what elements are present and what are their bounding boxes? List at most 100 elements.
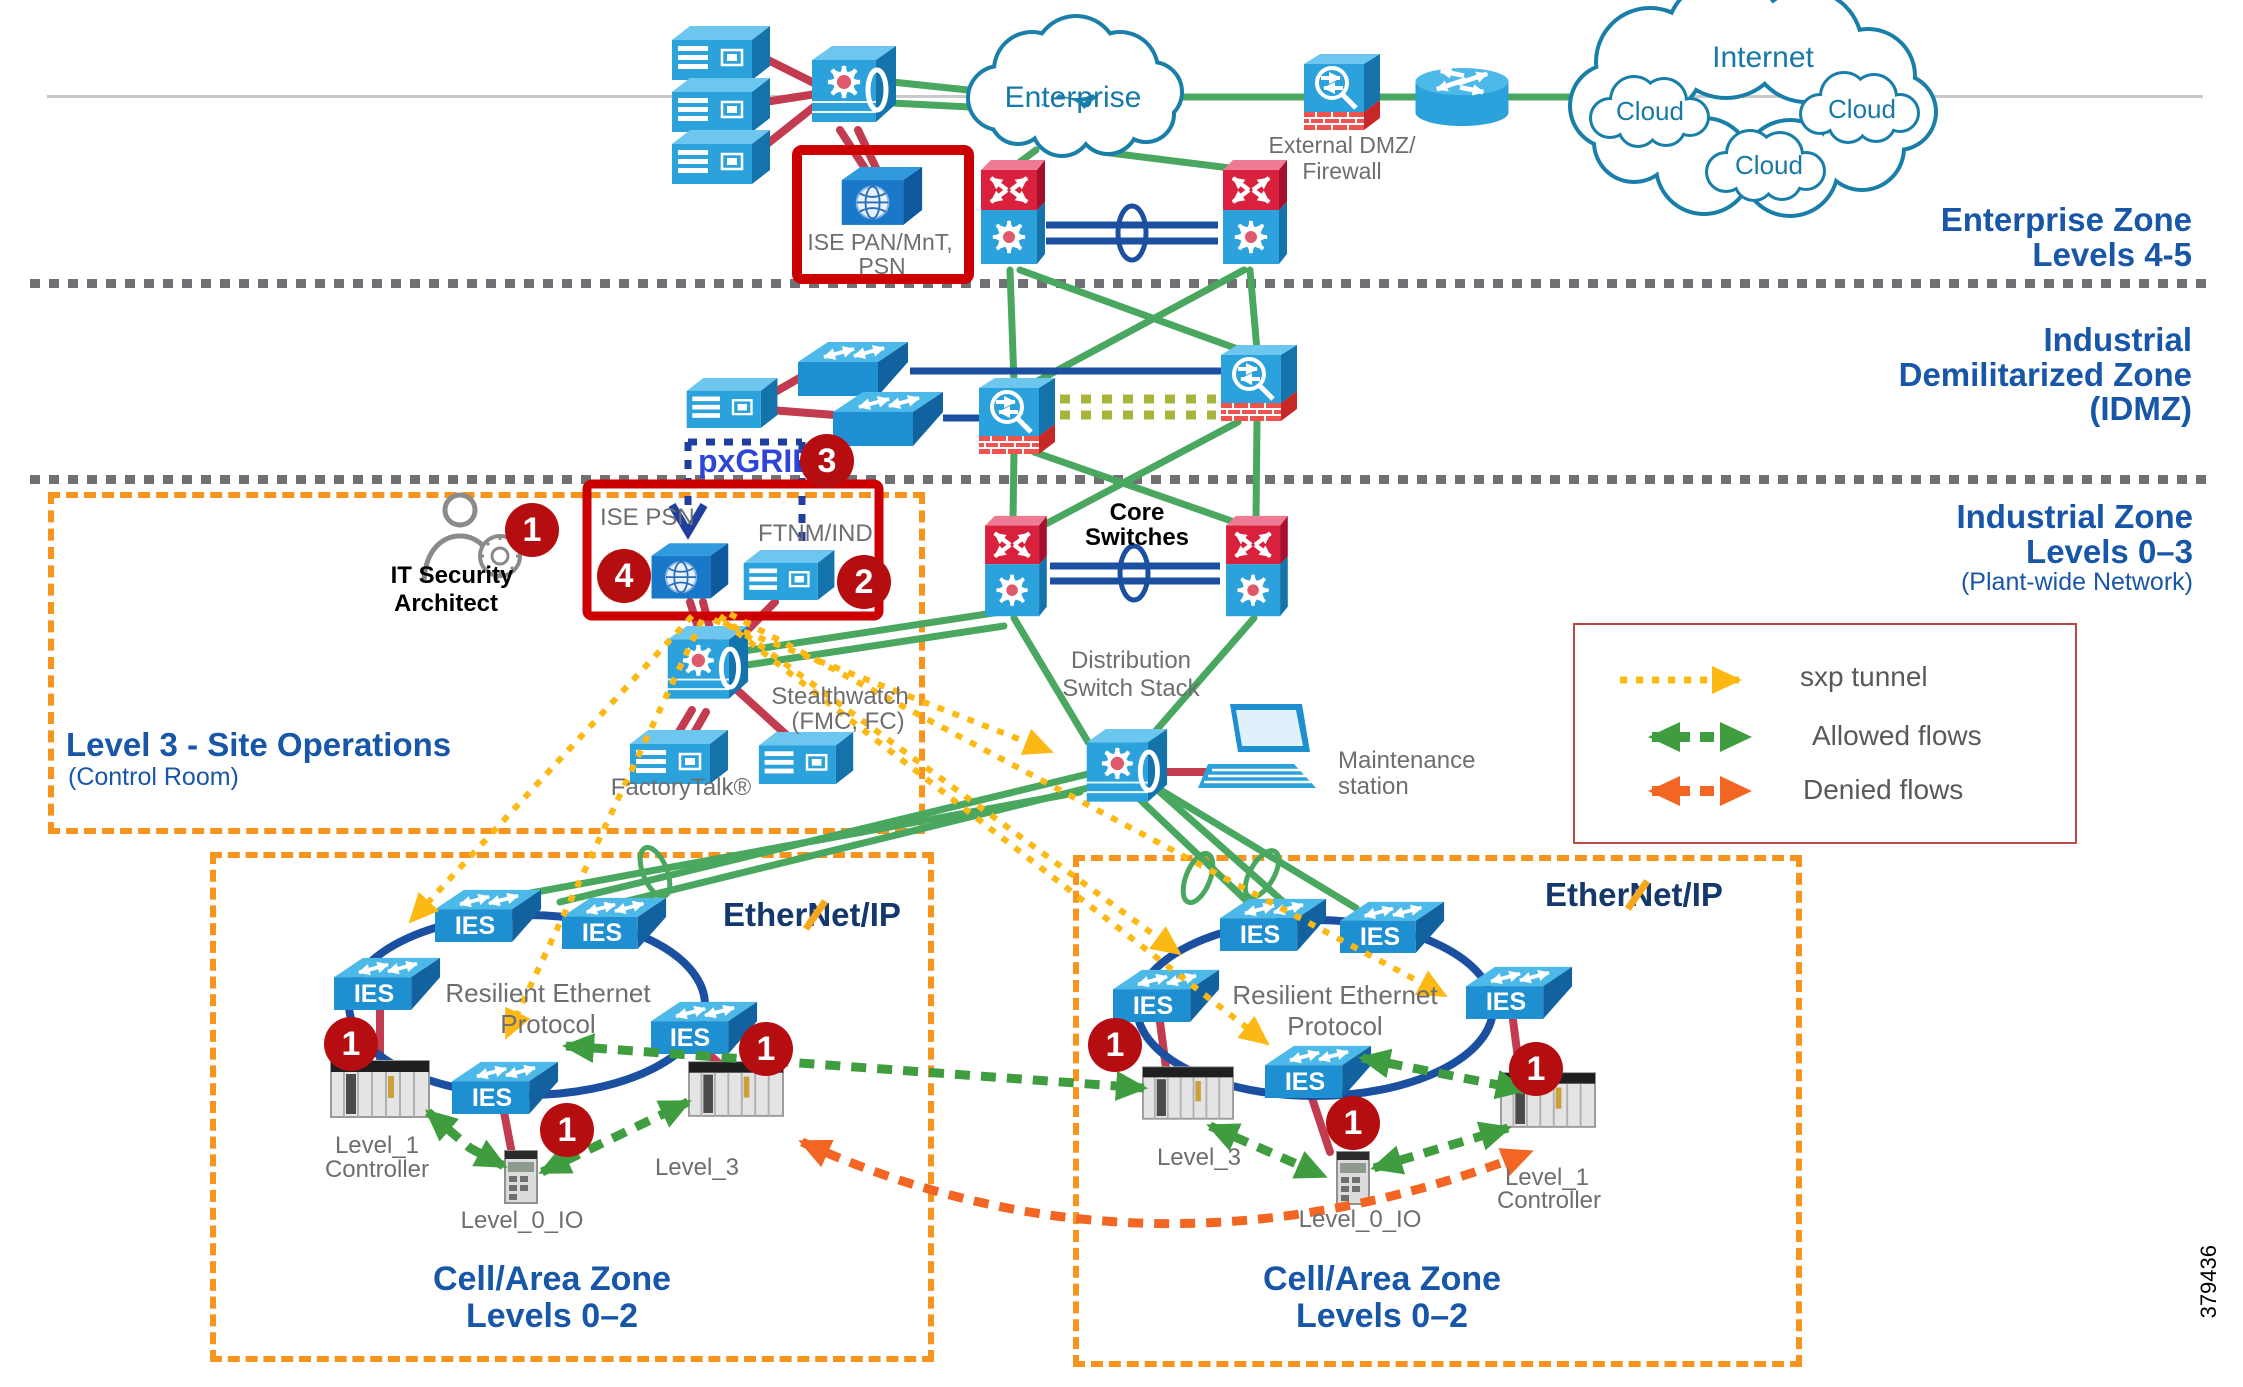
ies-label: IES xyxy=(669,1024,711,1052)
level1-label-right2: Controller xyxy=(1496,1187,1602,1214)
cell-area-zone-right-box xyxy=(1073,855,1802,1367)
sxp-tunnel-flows xyxy=(407,611,1448,1047)
distribution-label: Distribution xyxy=(1070,647,1192,674)
zone-divider-enterprise-idmz xyxy=(30,279,2213,288)
level0-io-label-left: Level_0_IO xyxy=(460,1207,584,1234)
ise-pan-mnt-psn-icon xyxy=(840,165,924,226)
internet-cloud-label: Internet xyxy=(1712,41,1814,74)
enterprise-multilayer-switch-icon xyxy=(812,46,896,122)
legend-allowed-label: Allowed flows xyxy=(1812,720,1982,751)
idmz-replication-link xyxy=(1060,394,1216,420)
pxgrid-link xyxy=(668,438,806,548)
maintenance-label: Maintenance xyxy=(1338,747,1476,774)
legend-sxp-label: sxp tunnel xyxy=(1800,661,1928,692)
ftnm-ind-label: FTNM/IND xyxy=(758,520,873,547)
legend-denied-label: Denied flows xyxy=(1803,774,1964,805)
cell-zone-left-title: Cell/Area Zone xyxy=(432,1260,672,1298)
etherchannel-ellipses xyxy=(637,203,1282,906)
callout-3-badge: 3 xyxy=(800,434,854,488)
internet-cloud xyxy=(1568,0,1938,218)
ise-pan-highlight-box xyxy=(792,145,974,284)
industrial-zone-subtitle: Levels 0–3 xyxy=(2026,532,2193,570)
idmz-switch-icon xyxy=(833,392,943,446)
figure-number: 379436 xyxy=(2196,1245,2221,1319)
level3-workstation-icon xyxy=(1142,1066,1234,1120)
enterprise-zone-subtitle: Levels 4-5 xyxy=(2032,235,2192,273)
ies-label: IES xyxy=(1132,992,1174,1020)
idmz-firewall-icon xyxy=(1221,345,1297,421)
industrial-zone-note: (Plant-wide Network) xyxy=(1960,568,2193,597)
idmz-line1: Industrial xyxy=(2043,321,2192,358)
enterprise-core-switch-icon xyxy=(1223,160,1287,264)
rep-label-right2: Protocol xyxy=(1287,1011,1383,1041)
enterprise-cloud xyxy=(966,14,1184,158)
callout-1-badge: 1 xyxy=(540,1103,594,1157)
rep-label-right: Resilient Ethernet xyxy=(1232,980,1438,1010)
core-switch-icon xyxy=(985,516,1047,616)
idmz-server-icon xyxy=(685,378,779,428)
distribution-switch-stack-icon xyxy=(1087,729,1167,802)
callout-1-badge: 1 xyxy=(505,503,559,557)
ies-label: IES xyxy=(454,912,496,940)
cell-area-zone-left-box xyxy=(210,852,934,1362)
ise-psn-label: ISE PSN xyxy=(600,504,695,531)
idmz-firewall-icon xyxy=(979,378,1055,454)
enterprise-zone-band: Enterprise Zone Levels 4-5 xyxy=(1940,201,2192,273)
callout-4-badge: 4 xyxy=(597,549,651,603)
stealthwatch-server-icon xyxy=(757,732,855,784)
ies-label: IES xyxy=(1485,988,1527,1016)
ise-pan-label2: PSN xyxy=(858,253,906,279)
maintenance-laptop-icon xyxy=(1196,704,1318,790)
core-switches-label2: Switches xyxy=(1084,524,1190,551)
idmz-line2: Demilitarized Zone xyxy=(1898,355,2192,393)
callout-1-badge: 1 xyxy=(739,1022,793,1076)
callout-1-badge: 1 xyxy=(324,1017,378,1071)
it-architect-label2: Architect xyxy=(393,590,499,617)
legend-arrows xyxy=(1620,666,1752,806)
cloud-label: Cloud xyxy=(1616,96,1684,126)
callout-1-badge: 1 xyxy=(1509,1042,1563,1096)
pxgrid-label: pxGRID xyxy=(698,443,816,479)
core-switches-label: Core xyxy=(1109,499,1165,526)
ies-label: IES xyxy=(471,1084,513,1112)
core-switch-icon xyxy=(1226,516,1288,616)
enterprise-server-icon xyxy=(672,78,772,132)
factorytalk-label: FactoryTalk® xyxy=(610,774,752,801)
maintenance-label2: station xyxy=(1338,773,1409,800)
rep-label-left2: Protocol xyxy=(500,1009,596,1039)
ies-label: IES xyxy=(1359,923,1401,951)
level3-label-left: Level_3 xyxy=(654,1154,740,1181)
ise-pan-label: ISE PAN/MnT, xyxy=(807,229,953,255)
level0-io-icon xyxy=(1336,1150,1370,1206)
site-operations-box xyxy=(48,492,925,834)
site-ops-switch-stack-icon xyxy=(668,626,748,699)
cell-zone-right-subtitle: Levels 0–2 xyxy=(1295,1297,1469,1335)
external-dmz-label: External DMZ/ xyxy=(1268,132,1416,158)
ftnm-ind-server-icon xyxy=(742,550,836,600)
external-dmz-label2: Firewall xyxy=(1302,158,1382,184)
stealthwatch-label2: (FMC, FC) xyxy=(791,708,905,735)
level1-label-left: Level_1 xyxy=(334,1132,420,1159)
ies-label: IES xyxy=(1239,921,1281,949)
idmz-zone-band: Industrial Demilitarized Zone (IDMZ) xyxy=(1898,321,2192,428)
enterprise-zone-title: Enterprise Zone xyxy=(1940,201,2192,238)
cloud-label: Cloud xyxy=(1735,150,1803,180)
site-ops-title: Level 3 - Site Operations xyxy=(66,726,452,763)
cloud-label: Cloud xyxy=(1828,94,1896,124)
idmz-line3: (IDMZ) xyxy=(2089,390,2192,428)
external-dmz-firewall-icon xyxy=(1304,54,1380,130)
stealthwatch-label: Stealthwatch xyxy=(771,683,909,710)
callout-1-badge: 1 xyxy=(1326,1096,1380,1150)
ise-psn-icon xyxy=(650,542,730,600)
level1-label-left2: Controller xyxy=(324,1156,430,1183)
level3-label-right: Level_3 xyxy=(1156,1144,1242,1171)
green-links xyxy=(456,76,1592,918)
ies-label: IES xyxy=(353,980,395,1008)
callout-1-badge: 1 xyxy=(1088,1018,1142,1072)
cell-zone-right-title: Cell/Area Zone xyxy=(1262,1260,1502,1298)
ies-label: IES xyxy=(1284,1068,1326,1096)
enterprise-server-icon xyxy=(672,130,772,184)
enterprise-cloud-label: Enterprise xyxy=(1004,81,1142,114)
distribution-label2: Switch Stack xyxy=(1062,675,1200,702)
